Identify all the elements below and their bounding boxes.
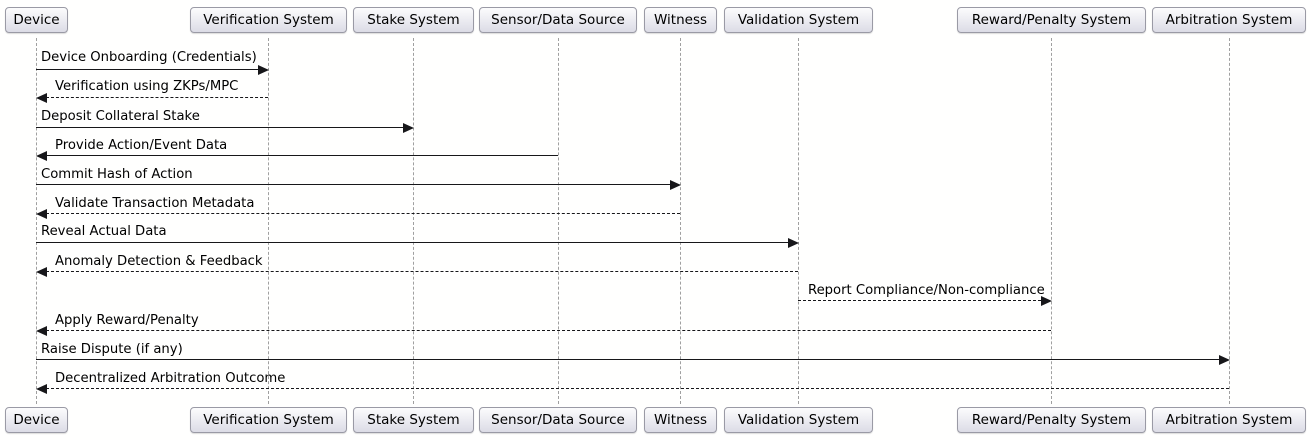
message-label-11: Raise Dispute (if any) xyxy=(41,342,183,357)
participant-top-witness[interactable]: Witness xyxy=(644,7,717,33)
participant-top-device[interactable]: Device xyxy=(5,7,68,33)
arrow-head-left-8 xyxy=(36,266,47,277)
arrow-head-left-10 xyxy=(36,325,47,336)
message-label-10: Apply Reward/Penalty xyxy=(55,313,199,328)
message-line-8 xyxy=(46,271,798,272)
lifeline-verification xyxy=(268,38,269,404)
message-label-7: Reveal Actual Data xyxy=(41,224,167,239)
message-line-12 xyxy=(46,388,1229,389)
arrow-head-left-6 xyxy=(36,208,47,219)
lifeline-witness xyxy=(680,38,681,404)
message-line-7 xyxy=(36,242,788,243)
message-label-12: Decentralized Arbitration Outcome xyxy=(55,371,286,386)
message-label-1: Device Onboarding (Credentials) xyxy=(41,50,257,65)
arrow-head-right-9 xyxy=(1041,295,1052,306)
message-line-3 xyxy=(36,127,403,128)
lifeline-stake xyxy=(413,38,414,404)
arrow-head-left-12 xyxy=(36,383,47,394)
participant-top-verification[interactable]: Verification System xyxy=(190,7,347,33)
participant-bottom-verification[interactable]: Verification System xyxy=(190,407,347,433)
arrow-head-right-1 xyxy=(258,64,269,75)
message-label-6: Validate Transaction Metadata xyxy=(55,196,255,211)
message-line-4 xyxy=(46,155,558,156)
participant-top-validation[interactable]: Validation System xyxy=(724,7,873,33)
message-line-5 xyxy=(36,184,670,185)
arrow-head-right-7 xyxy=(788,237,799,248)
lifeline-device xyxy=(36,38,37,404)
message-label-3: Deposit Collateral Stake xyxy=(41,109,200,124)
participant-top-reward[interactable]: Reward/Penalty System xyxy=(957,7,1146,33)
participant-top-sensor[interactable]: Sensor/Data Source xyxy=(479,7,637,33)
participant-top-stake[interactable]: Stake System xyxy=(353,7,474,33)
message-line-9 xyxy=(798,300,1041,301)
arrow-head-right-5 xyxy=(670,179,681,190)
participant-bottom-arbitration[interactable]: Arbitration System xyxy=(1152,407,1306,433)
participant-top-arbitration[interactable]: Arbitration System xyxy=(1152,7,1306,33)
lifeline-sensor xyxy=(558,38,559,404)
participant-bottom-validation[interactable]: Validation System xyxy=(724,407,873,433)
arrow-head-left-4 xyxy=(36,150,47,161)
arrow-head-right-11 xyxy=(1219,354,1230,365)
lifeline-reward xyxy=(1051,38,1052,404)
participant-bottom-witness[interactable]: Witness xyxy=(644,407,717,433)
message-line-2 xyxy=(46,97,268,98)
message-label-8: Anomaly Detection & Feedback xyxy=(55,254,263,269)
participant-bottom-reward[interactable]: Reward/Penalty System xyxy=(957,407,1146,433)
message-line-1 xyxy=(36,69,258,70)
message-line-6 xyxy=(46,213,680,214)
message-line-11 xyxy=(36,359,1219,360)
participant-bottom-device[interactable]: Device xyxy=(5,407,68,433)
message-label-5: Commit Hash of Action xyxy=(41,167,193,182)
message-label-2: Verification using ZKPs/MPC xyxy=(55,79,239,94)
lifeline-validation xyxy=(798,38,799,404)
message-label-9: Report Compliance/Non-compliance xyxy=(808,283,1045,298)
arrow-head-right-3 xyxy=(403,122,414,133)
participant-bottom-stake[interactable]: Stake System xyxy=(353,407,474,433)
message-line-10 xyxy=(46,330,1051,331)
message-label-4: Provide Action/Event Data xyxy=(55,138,228,153)
lifeline-arbitration xyxy=(1229,38,1230,404)
participant-bottom-sensor[interactable]: Sensor/Data Source xyxy=(479,407,637,433)
arrow-head-left-2 xyxy=(36,92,47,103)
